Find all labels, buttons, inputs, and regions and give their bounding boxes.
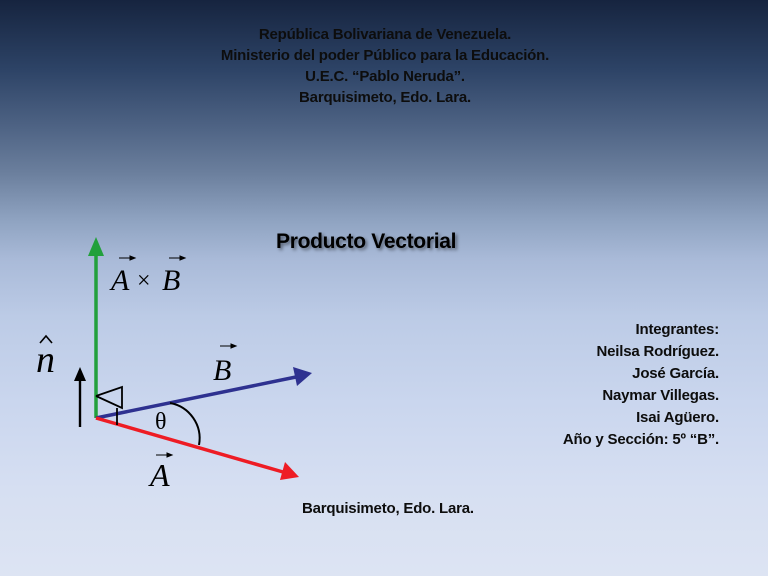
institution-header: República Bolivariana de Venezuela. Mini… xyxy=(190,24,580,108)
slide-title: Producto Vectorial xyxy=(276,230,457,253)
label-cross-a: A xyxy=(109,264,130,297)
normal-unit-vector xyxy=(74,367,86,427)
vector-a xyxy=(95,416,299,480)
right-angle-marker xyxy=(95,385,123,410)
member-name: Isai Agüero. xyxy=(636,409,719,426)
member-name: Neilsa Rodríguez. xyxy=(596,343,720,360)
header-line-ministry: Ministerio del poder Público para la Edu… xyxy=(220,47,550,64)
member-name: José García. xyxy=(632,365,719,382)
label-vector-a: A xyxy=(148,457,170,493)
member-name: Naymar Villegas. xyxy=(602,387,719,404)
header-line-country: República Bolivariana de Venezuela. xyxy=(258,26,512,43)
label-unit-normal: n xyxy=(36,339,55,381)
cross-product-vector xyxy=(88,237,104,418)
label-vector-b: B xyxy=(213,354,231,387)
vector-accents xyxy=(39,255,238,458)
angle-arc xyxy=(169,402,201,446)
label-cross-b: B xyxy=(162,264,180,297)
footer-location: Barquisimeto, Edo. Lara. xyxy=(302,500,474,517)
section-info: Año y Sección: 5º “B”. xyxy=(562,431,719,448)
vector-b xyxy=(95,367,312,420)
label-times: × xyxy=(137,268,151,294)
members-heading: Integrantes: xyxy=(635,321,720,338)
header-line-school: U.E.C. “Pablo Neruda”. xyxy=(305,68,465,85)
header-line-city: Barquisimeto, Edo. Lara. xyxy=(299,89,471,106)
members-list: Integrantes: Neilsa Rodríguez. José Garc… xyxy=(563,319,719,451)
label-theta: θ xyxy=(155,409,167,435)
